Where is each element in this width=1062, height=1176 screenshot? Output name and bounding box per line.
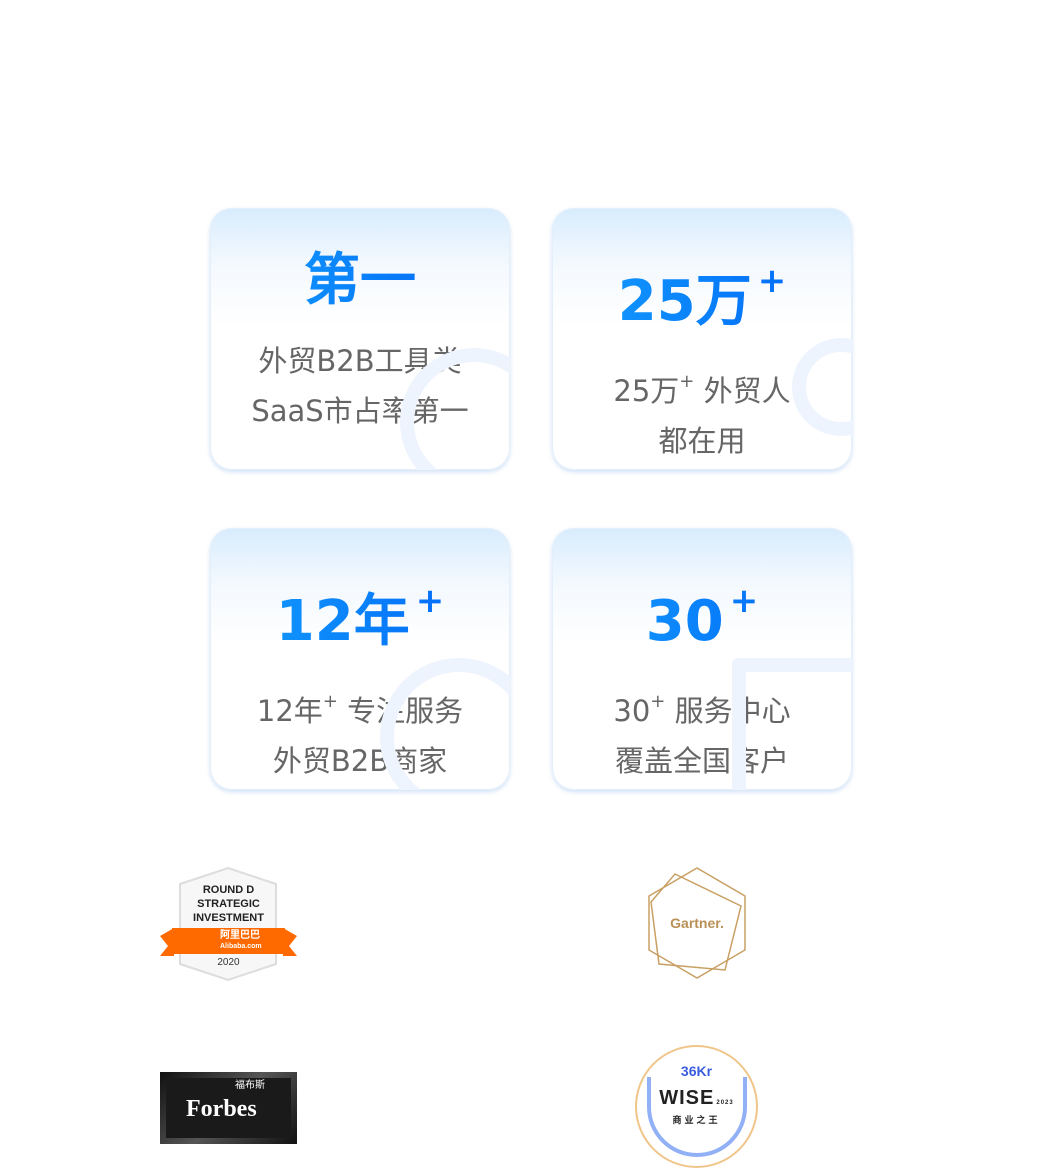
stat-headline: 第一 [304,248,416,313]
stat-card-users: 25万+ 25万+ 外贸人都在用 [552,208,852,470]
badge-shape [160,866,297,982]
forbes-en: Forbes [186,1096,257,1122]
stat-desc-line1: 25万+ 外贸人 [613,371,791,408]
plus-sup: + [415,581,445,621]
kr36-cn: 商业之王 [672,1116,721,1126]
badge-line2: STRATEGIC [197,898,260,910]
gartner-logo: Gartner. [645,866,749,980]
badge-line1: ROUND D [202,884,255,896]
stat-card-years: 12年+ 12年+ 专注服务外贸B2B商家 [210,528,510,790]
laurel-icon [647,1077,747,1157]
plus-sup: + [729,581,759,621]
kr36-brand: 36Kr [680,1063,713,1079]
stat-desc-line2: 都在用 [658,424,746,458]
badge-year: 2020 [217,957,240,968]
building-icon [732,658,852,790]
stat-desc-line2: 覆盖全国客户 [614,744,789,778]
hexagon-icon [648,867,746,979]
alibaba-brand-en: Alibaba.com [220,943,262,950]
alibaba-investment-badge: ROUND D STRATEGIC INVESTMENT 阿里巴巴 Alibaba.c… [160,866,297,982]
stat-headline: 30 [645,589,724,654]
forbes-cn: 福布斯 [235,1080,265,1091]
stat-headline: 12年 [275,589,410,654]
badge-line3: INVESTMENT [193,912,264,924]
stat-headline: 25万 [617,269,752,334]
plus-sup: + [757,261,787,301]
gartner-text: Gartner. [670,915,724,931]
stat-card-service-centers: 30+ 30+ 服务中心覆盖全国客户 [552,528,852,790]
alibaba-brand-cn: 阿里巴巴 [220,930,260,941]
forbes-logo: 福布斯 Forbes [160,1072,297,1144]
